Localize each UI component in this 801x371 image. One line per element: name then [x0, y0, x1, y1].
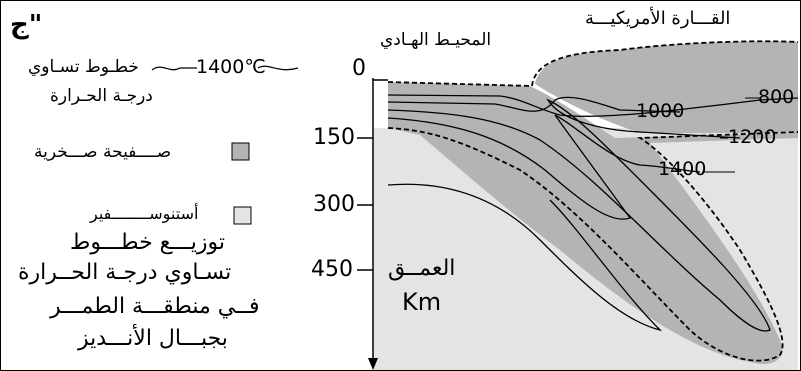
- legend-isotherm-label-1: خطـوط تسـاوي: [28, 57, 139, 77]
- continent-label: القـــارة الأمريكيـــة: [585, 8, 731, 29]
- ocean-label: المحيـط الهـادي: [380, 30, 492, 50]
- legend-isotherm-value: 1400℃: [196, 56, 266, 78]
- depth-tick-450: 450: [311, 257, 353, 282]
- depth-tick-300: 300: [313, 192, 355, 217]
- isotherm-1200: [387, 98, 771, 332]
- legend-isotherm-sample: [151, 66, 197, 71]
- legend-asthenosphere-swatch: [233, 206, 252, 225]
- depth-axis-arrow: [368, 358, 378, 370]
- caption-line-3: فــي منطقـــة الطمـــر: [50, 294, 260, 319]
- isotherm-1400-deep: [387, 183, 663, 332]
- plate-top-boundary: [387, 81, 533, 87]
- isotherm-1400: [387, 114, 701, 220]
- lithosphere-base-boundary: [387, 127, 799, 362]
- caption-line-1: توزيـــع خطـــوط: [70, 230, 225, 255]
- legend-asthenosphere-label: أستنوســــــــفير: [90, 204, 199, 223]
- isotherm-label-800: 800: [758, 86, 795, 108]
- isotherm-1000: [387, 96, 681, 113]
- depth-tick-0: 0: [352, 56, 366, 81]
- depth-tick-150: 150: [313, 125, 355, 150]
- isotherm-label-1400: 1400: [658, 158, 707, 180]
- depth-axis-unit: Km: [402, 288, 442, 316]
- legend-isotherm-sample-right: [257, 65, 299, 71]
- isotherm-label-1000: 1000: [636, 100, 685, 122]
- legend-isotherm-label-2: درجـة الحـرارة: [50, 86, 153, 106]
- legend-plate-swatch: [231, 142, 250, 161]
- continental-plate: [535, 41, 798, 133]
- legend-plate-label: صــــفيحة صـــخرية: [34, 142, 172, 162]
- figure-label: ج": [10, 10, 43, 40]
- continent-outline: [531, 40, 799, 87]
- caption-line-2: تسـاوي درجـة الحــرارة: [18, 260, 232, 285]
- isotherm-800: [387, 94, 799, 117]
- caption-line-4: بجبـــال الأنـــديز: [78, 326, 228, 351]
- subducting-plate: [388, 82, 798, 365]
- depth-axis-title: العمــق: [388, 256, 456, 281]
- isotherm-label-1200: 1200: [728, 126, 777, 148]
